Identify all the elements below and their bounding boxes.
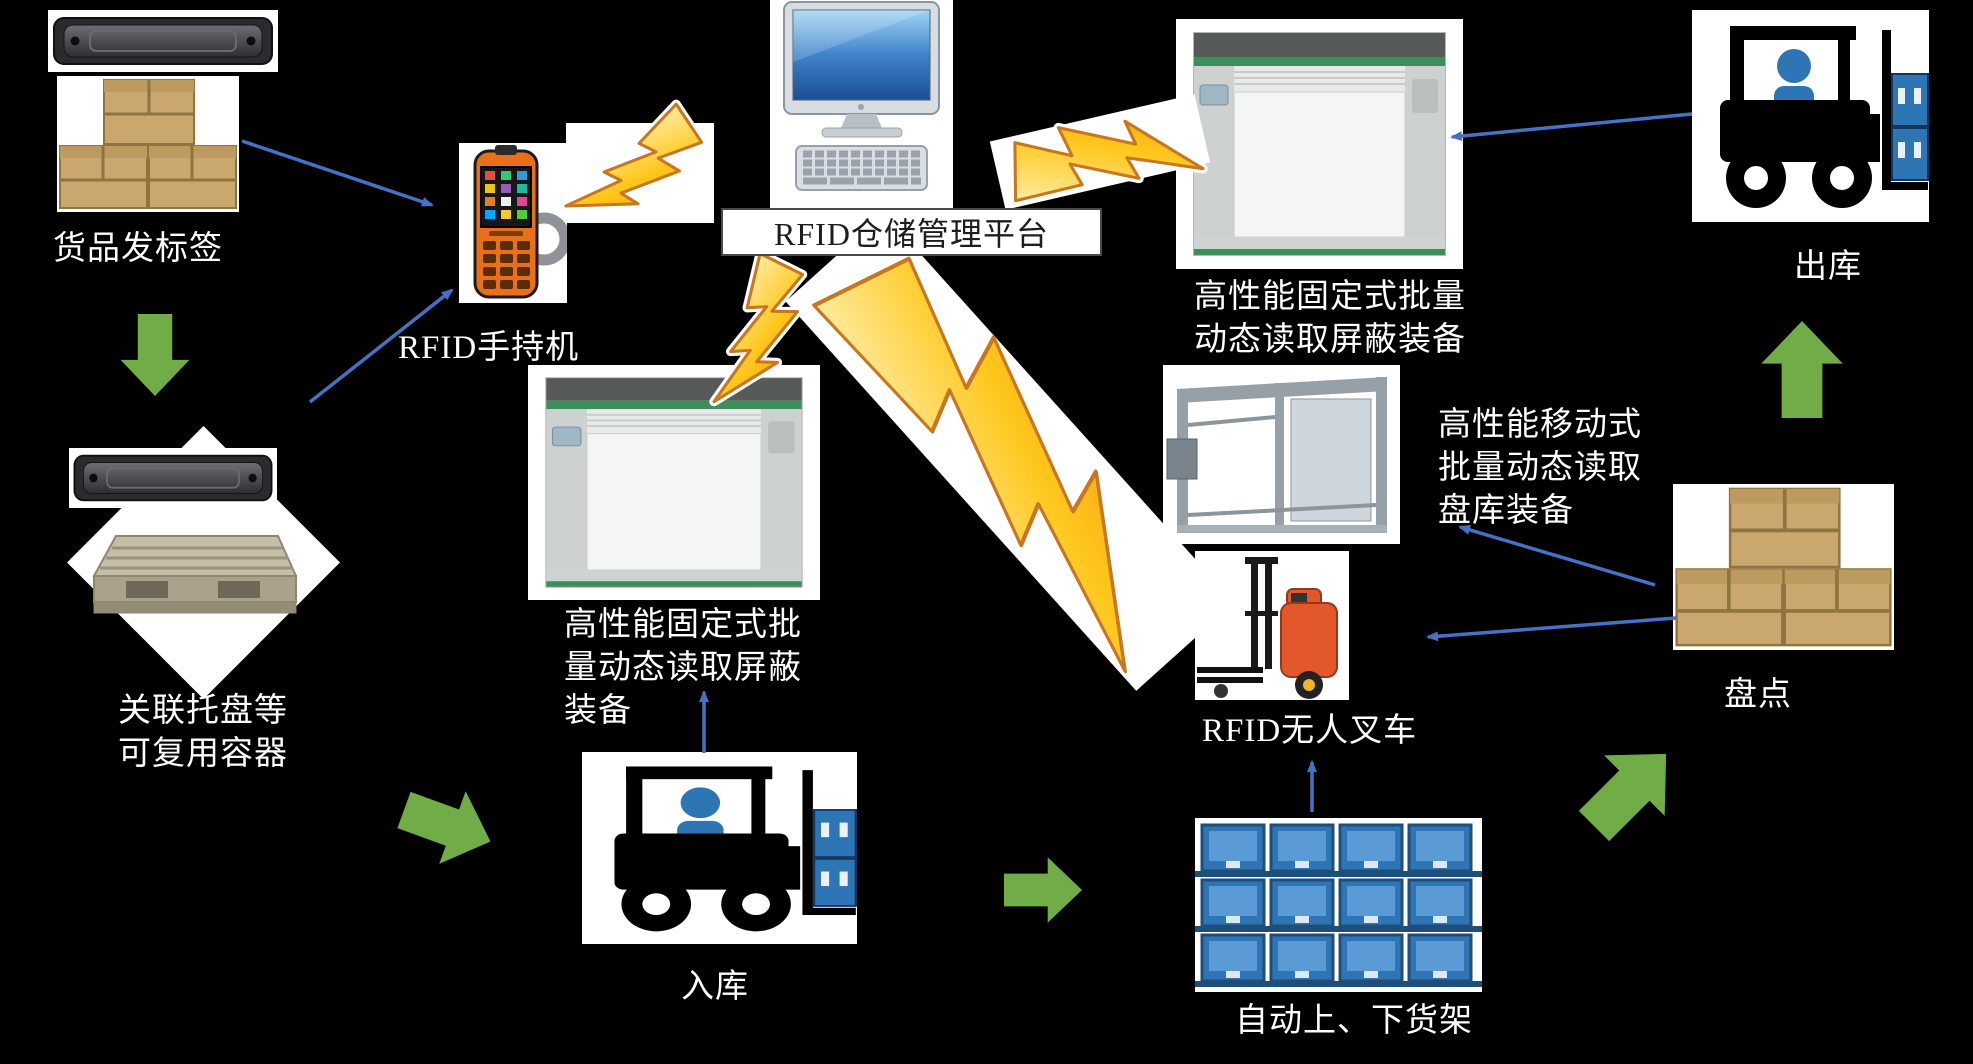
label-fixed-reader-right: 高性能固定式批量 动态读取屏蔽装备 [1194, 279, 1466, 358]
pallet-card [86, 524, 300, 638]
lightning-bolt-icon [1003, 100, 1203, 208]
handheld-card [459, 143, 567, 303]
lightning-bolt-icon [804, 230, 1219, 671]
racking-shelves-icon [1195, 823, 1482, 987]
mobile-reader-card [1163, 365, 1400, 544]
label-fixed-reader-mid: 高性能固定式批 量动态读取屏蔽 装备 [564, 607, 802, 729]
outbound-forklift-card [1692, 10, 1929, 222]
goods-boxes-card [57, 76, 239, 212]
label-reusable-container: 关联托盘等 可复用容器 [118, 693, 288, 772]
agv-forklift-card [1195, 551, 1349, 700]
rfid-tag-icon [53, 17, 273, 65]
fixed-reader-right-card [1176, 19, 1463, 269]
fixed-reader-gate-icon [545, 377, 803, 588]
pallet-icon [92, 535, 298, 614]
bolt-backdrop [566, 123, 714, 223]
label-goods-tagging: 货品发标签 [53, 231, 223, 267]
handheld-reader-icon [473, 145, 567, 299]
inventory-boxes-card [1673, 484, 1894, 650]
agv-stacker-icon [1197, 557, 1338, 699]
shelves-card [1195, 818, 1482, 992]
desktop-computer-icon [783, 1, 940, 191]
label-agv-forklift: RFID无人叉车 [1202, 713, 1418, 749]
platform-title-box: RFID仓储管理平台 [721, 208, 1102, 256]
pallet-tag-card [69, 448, 277, 508]
label-shelves: 自动上、下货架 [1235, 1003, 1473, 1039]
platform-title: RFID仓储管理平台 [774, 216, 1049, 252]
rfid-tag-card [48, 10, 278, 72]
inbound-forklift-card [582, 752, 857, 944]
fixed-reader-mid-card [528, 365, 820, 600]
label-inbound: 入库 [681, 969, 749, 1005]
label-handheld: RFID手持机 [398, 330, 580, 366]
label-inventory: 盘点 [1724, 677, 1792, 713]
rfid-tag-icon [73, 454, 273, 502]
mobile-reader-frame-icon [1166, 377, 1387, 533]
computer-card [770, 0, 953, 214]
fixed-reader-gate-icon [1193, 32, 1446, 256]
label-outbound: 出库 [1794, 249, 1862, 285]
forklift-icon [614, 766, 857, 932]
goods-boxes-icon [59, 79, 237, 209]
inventory-boxes-icon [1675, 487, 1892, 647]
label-mobile-reader: 高性能移动式 批量动态读取 盘库装备 [1438, 407, 1642, 529]
forklift-icon [1720, 26, 1929, 208]
lightning-bolt-icon [566, 100, 711, 245]
